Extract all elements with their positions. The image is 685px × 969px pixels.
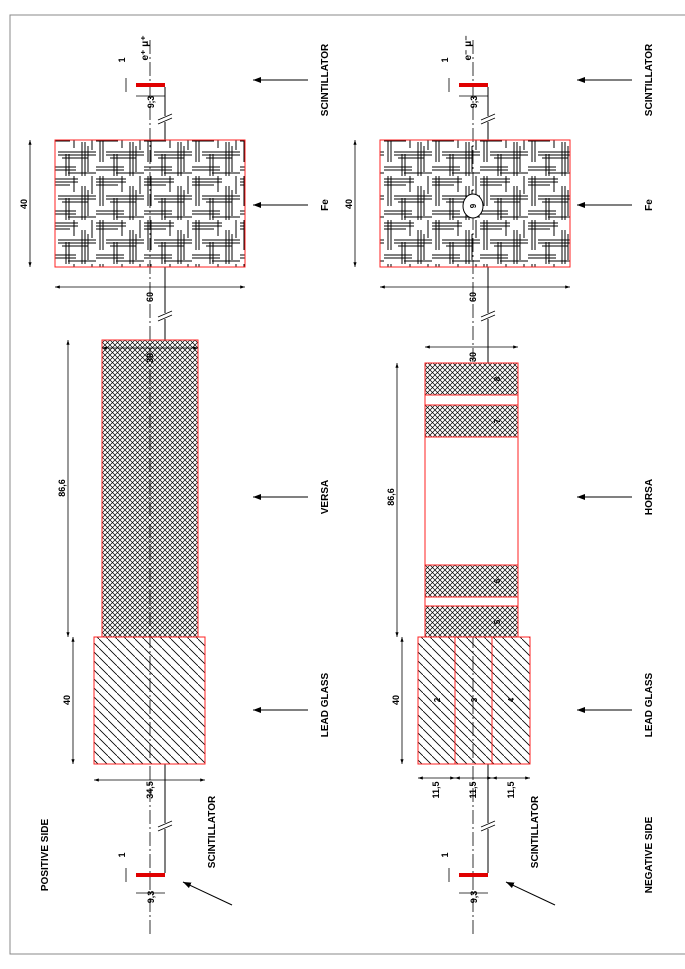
break-marks bbox=[480, 113, 496, 832]
dim-leadglass-width: 34,5 bbox=[145, 781, 155, 799]
positive-side: 1 9,3 40 60 30 86,6 40 34,5 1 9,3 e⁺ μ⁺ … bbox=[19, 35, 331, 935]
dim-horsa-length: 86,6 bbox=[386, 488, 396, 506]
dim-scint-thick-bottom: 1 bbox=[440, 852, 450, 857]
dim-leadglass-col-width: 11,5 bbox=[431, 781, 441, 798]
fe-hole bbox=[462, 193, 484, 219]
dim-scint-width-bottom: 9,3 bbox=[146, 891, 156, 904]
particle-label: e⁺ μ⁺ bbox=[140, 35, 151, 60]
label-scintillator-bottom: SCINTILLATOR bbox=[207, 795, 218, 868]
lead-glass-block-label: 2 bbox=[433, 697, 442, 702]
dim-fe-length: 40 bbox=[19, 199, 29, 209]
particle-label: e⁻ μ⁻ bbox=[463, 35, 474, 60]
label-negative-side: NEGATIVE SIDE bbox=[644, 816, 655, 893]
horsa-block-label: 7 bbox=[493, 418, 502, 423]
horsa-block-7 bbox=[424, 404, 519, 438]
dimension-lines bbox=[353, 78, 570, 894]
dim-fe-width: 60 bbox=[145, 292, 155, 302]
scintillator-top bbox=[136, 83, 165, 87]
dimension-lines bbox=[28, 78, 245, 894]
lead-glass-block bbox=[93, 636, 206, 765]
horsa-block-label: 8 bbox=[493, 376, 502, 381]
scintillator-top bbox=[459, 83, 488, 87]
label-lead-glass: LEAD GLASS bbox=[644, 672, 655, 737]
lead-glass-block-4 bbox=[491, 636, 531, 765]
horsa-block-5 bbox=[424, 605, 519, 638]
scintillator-bottom bbox=[136, 873, 165, 877]
label-versa: VERSA bbox=[320, 480, 331, 514]
dim-scint-width-bottom: 9,3 bbox=[469, 891, 479, 904]
fe-absorber bbox=[54, 139, 246, 268]
label-fe: Fe bbox=[320, 199, 331, 211]
pointer-arrows bbox=[182, 77, 308, 906]
dim-leadglass-length: 40 bbox=[62, 695, 72, 705]
dim-leadglass-col-width: 11,5 bbox=[506, 781, 516, 798]
horsa-block-label: 6 bbox=[493, 578, 502, 583]
lead-glass-block-2 bbox=[417, 636, 456, 765]
dim-leadglass-col-width: 11,5 bbox=[468, 781, 478, 798]
label-scintillator-top: SCINTILLATOR bbox=[644, 43, 655, 116]
dim-leadglass-length: 40 bbox=[391, 695, 401, 705]
label-positive-side: POSITIVE SIDE bbox=[40, 819, 51, 892]
dim-scint-thick-top: 1 bbox=[117, 57, 127, 62]
lead-glass-block-label: 4 bbox=[507, 697, 516, 702]
break-marks bbox=[157, 113, 173, 832]
scintillator-bottom bbox=[459, 873, 488, 877]
dim-fe-width: 60 bbox=[468, 292, 478, 302]
negative-side: 9 5 6 7 8 2 3 4 1 9,3 40 60 bbox=[344, 35, 655, 935]
fe-hole-label: 9 bbox=[469, 203, 478, 208]
drawing-frame bbox=[9, 14, 685, 955]
dim-fe-length: 40 bbox=[344, 199, 354, 209]
dim-horsa-width: 30 bbox=[468, 352, 478, 362]
dim-scint-thick-bottom: 1 bbox=[117, 852, 127, 857]
lead-glass-block-label: 3 bbox=[470, 697, 479, 702]
label-horsa: HORSA bbox=[644, 479, 655, 515]
dim-versa-length: 86,6 bbox=[57, 479, 67, 497]
label-fe: Fe bbox=[644, 199, 655, 211]
dim-versa-width: 30 bbox=[145, 353, 155, 363]
dim-scint-width-top: 9,3 bbox=[469, 96, 479, 109]
label-scintillator-top: SCINTILLATOR bbox=[320, 43, 331, 116]
label-scintillator-bottom: SCINTILLATOR bbox=[530, 795, 541, 868]
versa-calorimeter bbox=[101, 339, 199, 638]
label-lead-glass: LEAD GLASS bbox=[320, 672, 331, 737]
horsa-block-6 bbox=[424, 564, 519, 598]
horsa-block-label: 5 bbox=[493, 619, 502, 624]
dim-scint-thick-top: 1 bbox=[440, 57, 450, 62]
pointer-arrows bbox=[505, 77, 632, 906]
dim-scint-width-top: 9,3 bbox=[146, 96, 156, 109]
horsa-block-8 bbox=[424, 362, 519, 396]
